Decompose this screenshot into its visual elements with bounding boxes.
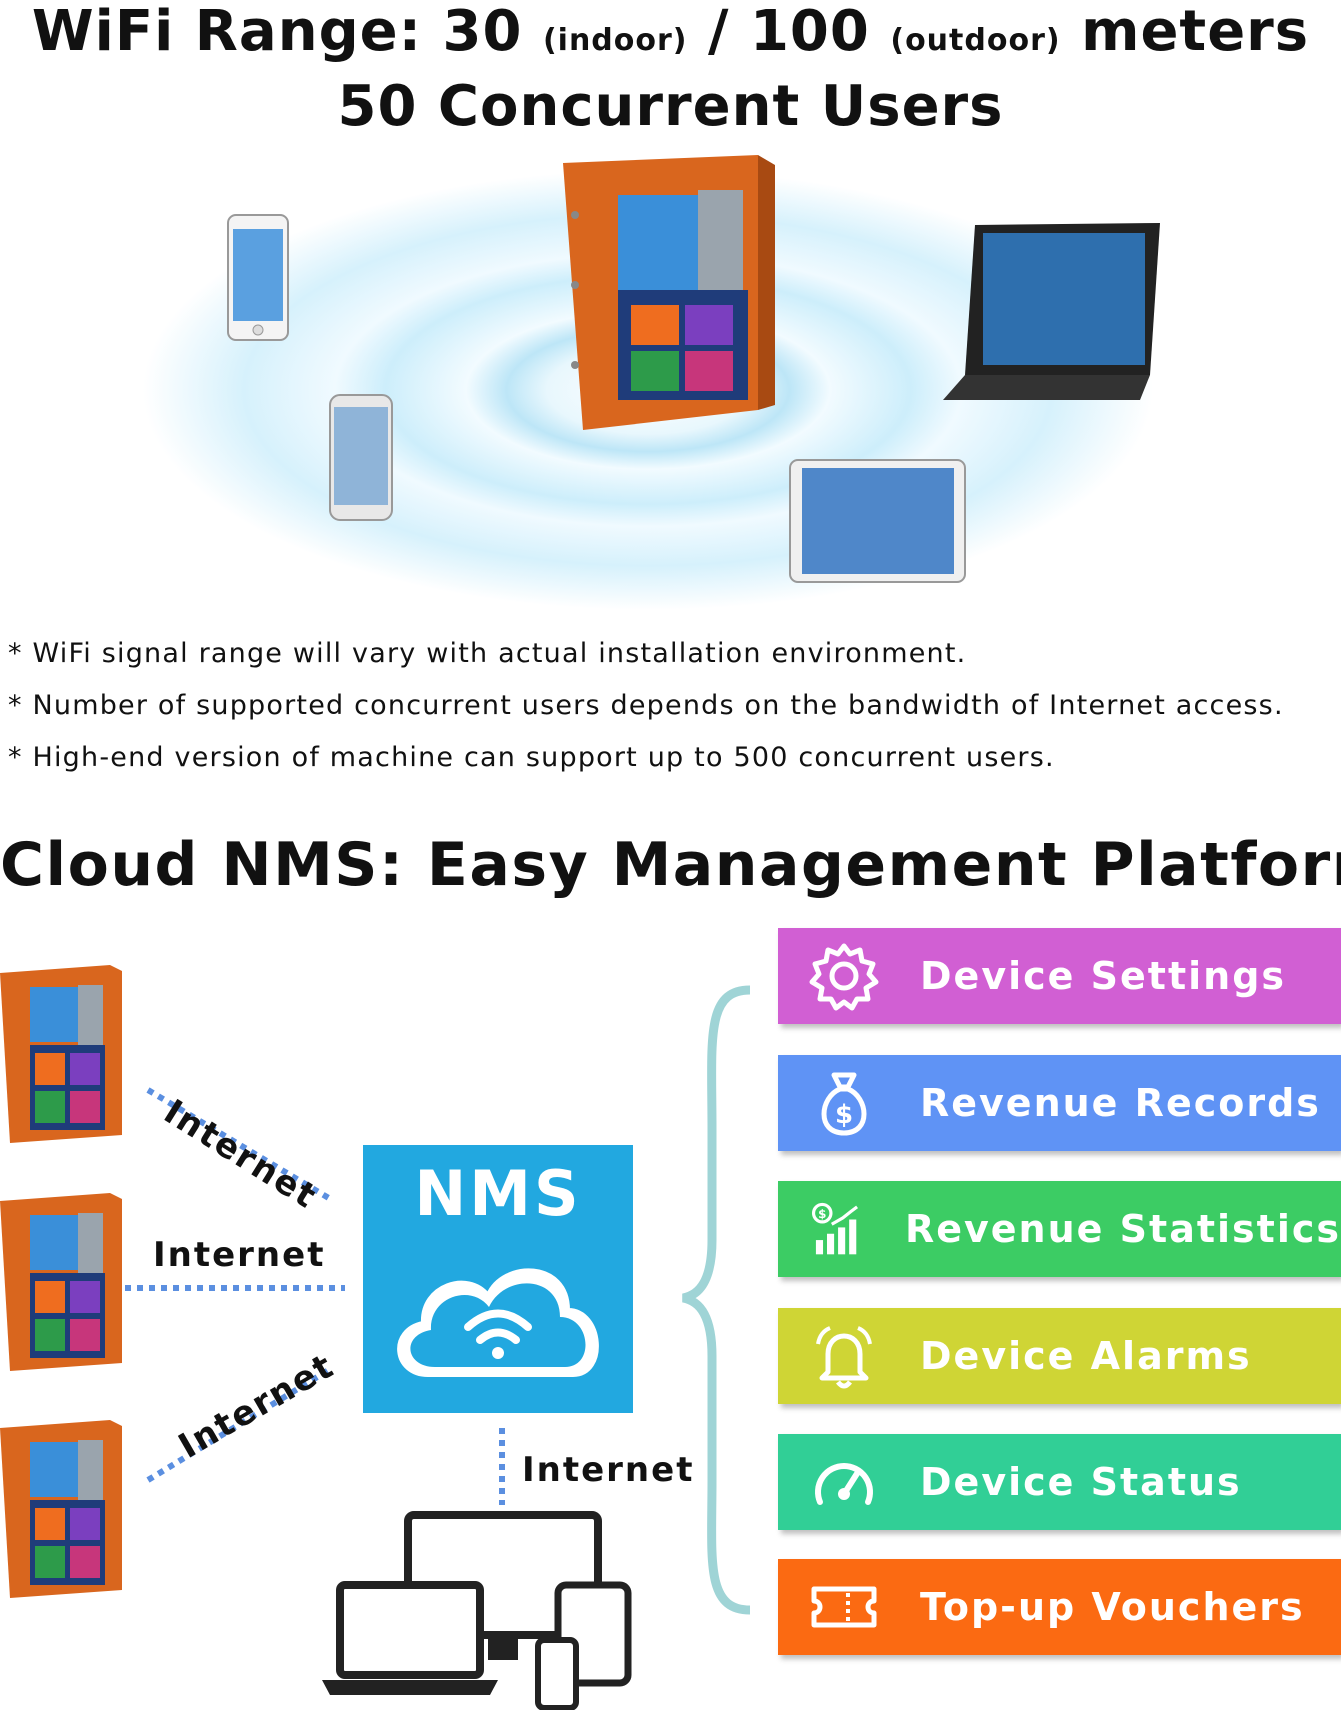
title-prefix: WiFi Range: 30: [31, 0, 523, 64]
feature-revenue-records: $ Revenue Records: [778, 1055, 1341, 1151]
curly-brace: [681, 985, 751, 1615]
laptop-icon: [322, 1581, 498, 1695]
wifi-range-illustration: [143, 155, 1160, 610]
title-indoor: (indoor): [542, 23, 688, 58]
feature-top-up-vouchers: Top-up Vouchers: [778, 1559, 1341, 1655]
section-title: Cloud NMS: Easy Management Platform: [0, 830, 1341, 900]
wifi-range-title: WiFi Range: 30 (indoor) / 100 (outdoor) …: [0, 0, 1341, 73]
bar-chart-icon: $: [811, 1202, 859, 1255]
feature-device-settings: Device Settings: [778, 928, 1341, 1024]
feature-revenue-statistics: $ Revenue Statistics: [778, 1181, 1341, 1277]
machines-column: [0, 965, 122, 1598]
iphone-device: [227, 214, 289, 341]
feature-label: Device Alarms: [920, 1334, 1252, 1378]
client-devices: [322, 1511, 632, 1710]
note-line-3: * High-end version of machine can suppor…: [8, 742, 1055, 773]
feature-label: Device Status: [920, 1460, 1242, 1504]
feature-label: Revenue Statistics: [904, 1207, 1341, 1251]
alarm-bell-icon: [816, 1326, 872, 1389]
vending-machine-1: [0, 965, 122, 1143]
feature-device-alarms: Device Alarms: [778, 1308, 1341, 1404]
title-outdoor: (outdoor): [890, 23, 1061, 58]
internet-label-2: Internet: [153, 1235, 326, 1275]
nms-box: NMS: [363, 1145, 633, 1413]
nms-label: NMS: [414, 1157, 582, 1230]
title-suffix: meters: [1081, 0, 1310, 64]
gear-icon: [809, 943, 879, 1011]
smartphone-device: [329, 394, 393, 521]
title-mid: / 100: [708, 0, 870, 64]
concurrent-users-title: 50 Concurrent Users: [337, 74, 1004, 139]
note-line-1: * WiFi signal range will vary with actua…: [8, 638, 967, 669]
feature-label: Revenue Records: [920, 1081, 1321, 1125]
internet-label-4: Internet: [522, 1450, 695, 1490]
wifi-vending-machine: [563, 155, 775, 430]
cloud-wifi-icon: [397, 1268, 599, 1377]
vending-machine-3: [0, 1420, 122, 1598]
speedometer-icon: [815, 1463, 873, 1505]
vending-machine-2: [0, 1193, 122, 1371]
laptop-device: [943, 223, 1160, 400]
svg-text:$: $: [818, 1207, 826, 1221]
ticket-icon: [811, 1586, 877, 1628]
money-bag-icon: $: [821, 1072, 867, 1136]
svg-text:$: $: [835, 1100, 853, 1130]
feature-label: Top-up Vouchers: [920, 1585, 1305, 1629]
feature-device-status: Device Status: [778, 1434, 1341, 1530]
tablet-device: [789, 459, 966, 583]
note-line-2: * Number of supported concurrent users d…: [8, 690, 1284, 721]
feature-label: Device Settings: [920, 954, 1287, 998]
phone-icon: [535, 1637, 579, 1710]
